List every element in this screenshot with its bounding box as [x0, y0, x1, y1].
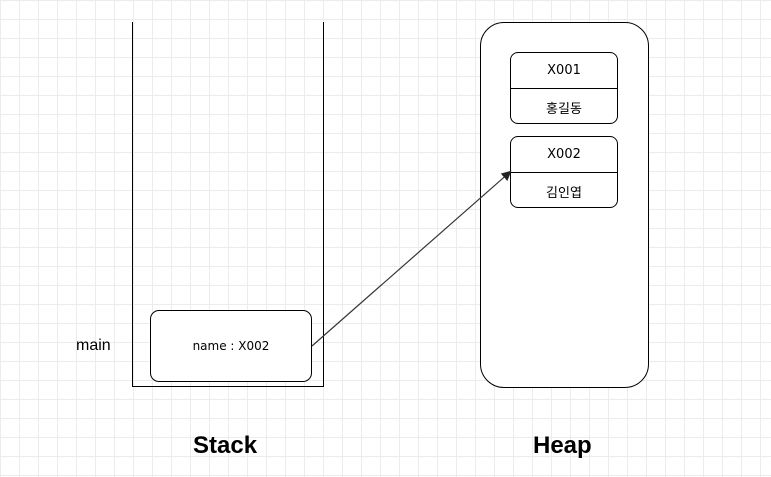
- stack-frame-label: main: [76, 337, 111, 354]
- stack-caption: Stack: [193, 432, 258, 459]
- heap-object-value: 홍길동: [546, 101, 582, 117]
- stack-variable-name: name : X002: [192, 339, 270, 353]
- heap-caption: Heap: [533, 432, 592, 459]
- heap-object-address: X001: [511, 53, 617, 89]
- heap-object-value: 김인엽: [546, 185, 582, 201]
- stack-frame-main: name : X002: [150, 310, 312, 382]
- heap-object-x001: X001 홍길동: [510, 52, 618, 124]
- heap-object-address: X002: [511, 137, 617, 173]
- heap-object-x002: X002 김인엽: [510, 136, 618, 208]
